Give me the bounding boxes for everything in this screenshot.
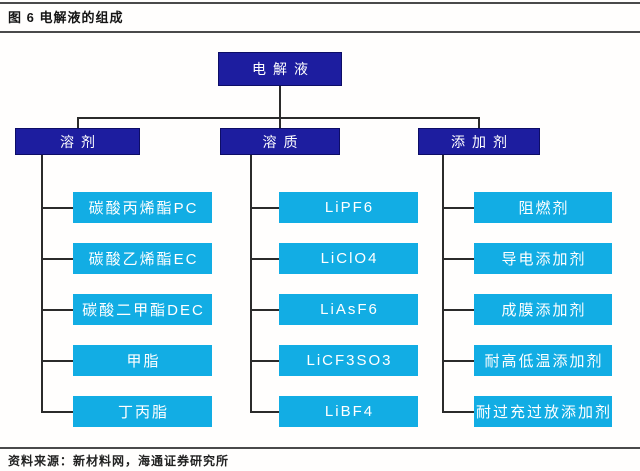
stub-solvent-2 — [41, 258, 73, 260]
connector-drop-solvent — [77, 118, 79, 129]
spine-additive — [442, 155, 444, 413]
stub-solute-4 — [250, 360, 279, 362]
leaf-solvent-5: 丁丙脂 — [73, 396, 212, 427]
node-branch-solute: 溶质 — [220, 128, 340, 155]
leaf-solvent-2: 碳酸乙烯酯EC — [73, 243, 212, 274]
leaf-additive-4: 耐高低温添加剂 — [474, 345, 612, 376]
leaf-additive-1: 阻燃剂 — [474, 192, 612, 223]
spine-solvent — [41, 155, 43, 413]
spine-solute — [250, 155, 252, 413]
node-branch-solvent: 溶剂 — [15, 128, 140, 155]
stub-solvent-5 — [41, 411, 73, 413]
connector-drop-solute — [279, 118, 281, 129]
stub-additive-4 — [442, 360, 474, 362]
leaf-solute-5: LiBF4 — [279, 396, 418, 427]
stub-additive-1 — [442, 207, 474, 209]
stub-solute-3 — [250, 309, 279, 311]
header-bottom-rule — [0, 31, 640, 33]
connector-horizontal — [77, 117, 480, 119]
source-note: 资料来源：新材料网，海通证券研究所 — [8, 454, 230, 468]
footer-rule — [0, 447, 640, 449]
leaf-solvent-1: 碳酸丙烯酯PC — [73, 192, 212, 223]
figure-title: 图 6 电解液的组成 — [8, 10, 124, 25]
stub-solvent-3 — [41, 309, 73, 311]
connector-drop-additive — [478, 117, 480, 129]
leaf-solute-3: LiAsF6 — [279, 294, 418, 325]
stub-solute-5 — [250, 411, 279, 413]
leaf-solvent-3: 碳酸二甲酯DEC — [73, 294, 212, 325]
node-branch-additive: 添加剂 — [418, 128, 540, 155]
stub-solute-2 — [250, 258, 279, 260]
leaf-solute-4: LiCF3SO3 — [279, 345, 418, 376]
stub-solvent-4 — [41, 360, 73, 362]
leaf-solute-1: LiPF6 — [279, 192, 418, 223]
stub-solute-1 — [250, 207, 279, 209]
top-rule — [0, 2, 640, 4]
leaf-additive-5: 耐过充过放添加剂 — [474, 396, 612, 427]
leaf-additive-3: 成膜添加剂 — [474, 294, 612, 325]
connector-root-drop — [279, 86, 281, 118]
stub-additive-5 — [442, 411, 474, 413]
leaf-additive-2: 导电添加剂 — [474, 243, 612, 274]
leaf-solvent-4: 甲脂 — [73, 345, 212, 376]
stub-additive-2 — [442, 258, 474, 260]
node-root-electrolyte: 电解液 — [218, 52, 342, 86]
stub-solvent-1 — [41, 207, 73, 209]
stub-additive-3 — [442, 309, 474, 311]
leaf-solute-2: LiClO4 — [279, 243, 418, 274]
